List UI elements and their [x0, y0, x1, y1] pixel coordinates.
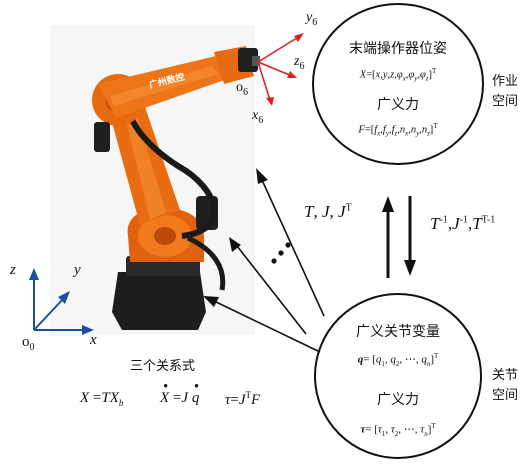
joint-vector-formula: q= [q1, q2, ⋯, qn]T — [357, 352, 439, 368]
inverse-mapping-label: T-1,J-1,TT-1 — [430, 214, 496, 233]
pose-vector-formula: X=[x,y,z,φx,φy,φz]T — [359, 67, 437, 83]
base-origin-label: o0 — [22, 334, 35, 353]
inverse-arrow-down — [404, 196, 416, 276]
relation-eq3: τ=JTF — [225, 390, 261, 408]
robot-arm-illustration — [92, 46, 260, 330]
base-y-label: y — [74, 262, 81, 278]
generalized-joint-variable-title: 广义关节变量 — [356, 324, 440, 340]
tool-x-axis — [257, 61, 271, 101]
base-z-label: z — [10, 262, 16, 278]
base-frame-axes — [29, 268, 94, 335]
joint-space-label: 关节空间 — [492, 368, 519, 403]
forward-arrow-up — [382, 196, 394, 278]
torque-vector-formula: τ= [τ1, τ2, ⋯, τn]T — [360, 422, 436, 438]
relation-eq1: X =TXb — [80, 390, 124, 408]
diagonal-arrows — [203, 168, 325, 353]
relation-eq2: •X =J •q — [160, 379, 200, 406]
generalized-force-title-bottom: 广义力 — [377, 392, 419, 408]
tool-y-label: y6 — [306, 10, 318, 28]
tool-origin-label: o6 — [236, 80, 248, 98]
forward-mapping-label: T, J, JT — [304, 202, 352, 221]
tool-frame-axes — [257, 33, 304, 106]
ellipsis-dots — [271, 242, 291, 264]
force-vector-formula: F=[fx,fy,fz,nx,ny,nz]T — [358, 122, 438, 138]
generalized-force-title-top: 广义力 — [377, 97, 419, 113]
joint-space-ellipse — [314, 293, 482, 459]
work-space-label: 作业空间 — [492, 74, 519, 109]
end-effector-pose-title: 末端操作器位姿 — [349, 41, 447, 57]
tool-z-axis — [257, 61, 293, 77]
tool-y-axis — [257, 35, 301, 63]
base-x-label: x — [90, 332, 97, 348]
tool-z-label: z6 — [294, 54, 305, 72]
work-space-ellipse — [312, 3, 484, 165]
three-relations-title: 三个关系式 — [130, 359, 196, 374]
tool-x-label: x6 — [252, 108, 264, 126]
base-y-axis — [33, 297, 65, 331]
